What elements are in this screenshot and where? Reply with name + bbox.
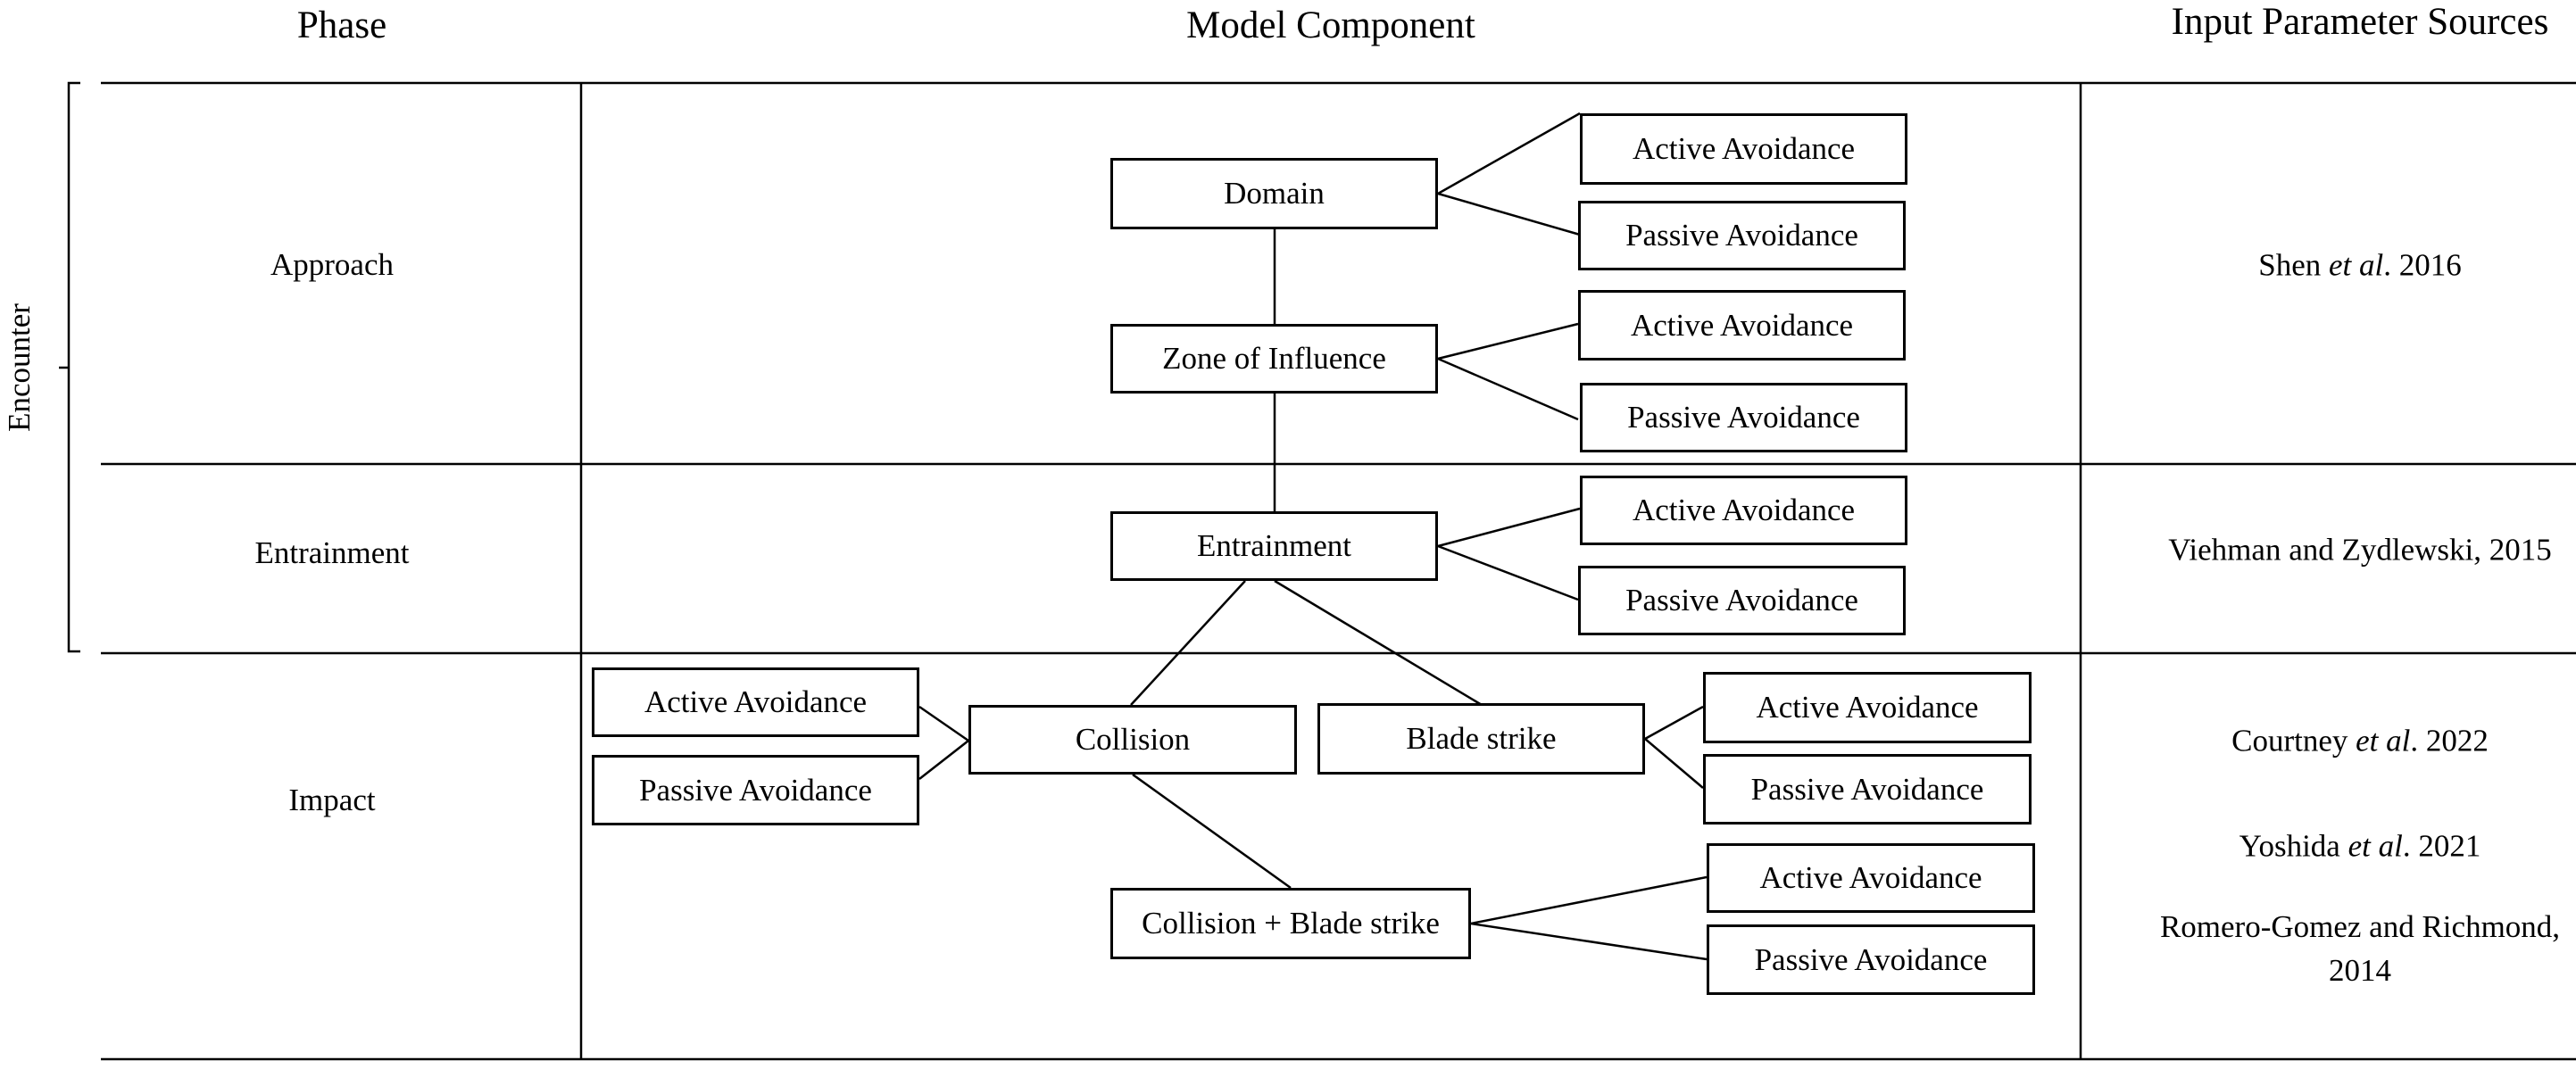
domain-passive-avoidance: Passive Avoidance: [1578, 201, 1906, 270]
box-blade-strike-label: Blade strike: [1406, 721, 1557, 756]
source-approach: Shen et al. 2016: [2258, 247, 2462, 283]
connector-entrainment-bladestrike: [1274, 579, 1483, 707]
bladestrike-passive-avoidance: Passive Avoidance: [1703, 754, 2032, 825]
avoidance-label: Active Avoidance: [1756, 690, 1979, 725]
avoidance-label: Active Avoidance: [1632, 131, 1856, 166]
connector-zone-avoidance: [1434, 322, 1579, 421]
header-input-parameter-sources: Input Parameter Sources: [2171, 1, 2549, 43]
zone-active-avoidance: Active Avoidance: [1578, 290, 1906, 360]
header-model-component: Model Component: [1186, 4, 1475, 46]
phase-impact: Impact: [288, 783, 376, 817]
collision-active-avoidance: Active Avoidance: [592, 667, 919, 737]
avoidance-label: Passive Avoidance: [639, 772, 872, 808]
encounter-bracket: [67, 81, 80, 653]
box-zone-of-influence: Zone of Influence: [1110, 324, 1438, 394]
phase-approach: Approach: [270, 247, 395, 282]
avoidance-label: Active Avoidance: [644, 684, 868, 719]
box-collision-blade-strike: Collision + Blade strike: [1110, 888, 1471, 959]
avoidance-label: Passive Avoidance: [1625, 218, 1858, 253]
box-blade-strike: Blade strike: [1317, 703, 1645, 775]
connector-collision-combined: [1132, 773, 1292, 890]
collision-passive-avoidance: Passive Avoidance: [592, 755, 919, 825]
avoidance-label: Passive Avoidance: [1627, 400, 1860, 435]
box-domain: Domain: [1110, 158, 1438, 229]
bladestrike-active-avoidance: Active Avoidance: [1703, 672, 2032, 743]
source-impact-yoshida: Yoshida et al. 2021: [2239, 828, 2481, 864]
connector-bladestrike-avoidance: [1642, 705, 1704, 789]
encounter-label: Encounter: [2, 303, 37, 432]
source-entrainment: Viehman and Zydlewski, 2015: [2168, 532, 2552, 568]
box-collision-label: Collision: [1075, 722, 1191, 757]
entrainment-passive-avoidance: Passive Avoidance: [1578, 566, 1906, 635]
header-phase: Phase: [296, 4, 387, 46]
avoidance-label: Active Avoidance: [1630, 307, 1854, 343]
source-impact-courtney: Courtney et al. 2022: [2231, 723, 2489, 758]
combined-passive-avoidance: Passive Avoidance: [1707, 924, 2035, 995]
connector-combined-avoidance: [1470, 875, 1708, 961]
avoidance-label: Passive Avoidance: [1625, 583, 1858, 617]
box-zone-label: Zone of Influence: [1162, 341, 1386, 376]
connector-entrainment-avoidance: [1433, 507, 1581, 601]
avoidance-label: Active Avoidance: [1632, 493, 1856, 527]
phase-entrainment: Entrainment: [254, 535, 410, 570]
entrainment-active-avoidance: Active Avoidance: [1580, 476, 1907, 545]
source-impact-romero-gomez: Romero-Gomez and Richmond,2014: [2159, 909, 2561, 988]
zone-passive-avoidance: Passive Avoidance: [1580, 383, 1907, 452]
box-entrainment: Entrainment: [1110, 511, 1438, 581]
domain-active-avoidance: Active Avoidance: [1580, 113, 1907, 185]
connector-entrainment-collision: [1130, 580, 1246, 706]
avoidance-label: Passive Avoidance: [1750, 771, 1984, 807]
box-domain-label: Domain: [1224, 176, 1325, 211]
avoidance-label: Passive Avoidance: [1754, 941, 1988, 977]
avoidance-label: Active Avoidance: [1759, 860, 1982, 895]
box-entrainment-label: Entrainment: [1196, 528, 1351, 563]
connector-collision-avoidance: [918, 705, 971, 780]
combined-active-avoidance: Active Avoidance: [1707, 843, 2035, 913]
connector-domain-avoidance: [1434, 112, 1581, 236]
box-collision: Collision: [968, 705, 1297, 775]
box-collision-blade-strike-label: Collision + Blade strike: [1142, 906, 1440, 941]
